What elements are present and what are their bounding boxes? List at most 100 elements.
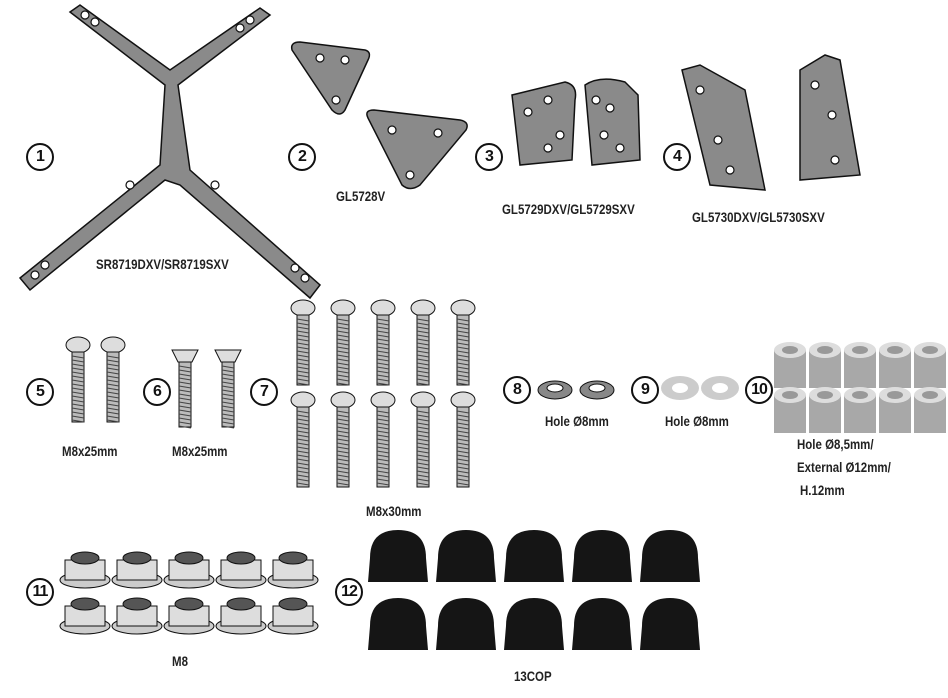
- hole: [125, 180, 135, 190]
- flat-washer: [701, 376, 739, 400]
- hole: [315, 53, 325, 63]
- nut-cap: [504, 530, 564, 582]
- frame-part-1: [18, 4, 322, 300]
- part-number-11: 11: [26, 578, 54, 606]
- button-head-bolt: [65, 336, 91, 423]
- brackets-part-4: [681, 54, 861, 191]
- hole: [830, 155, 840, 165]
- spacer: [774, 342, 806, 388]
- countersunk-bolt: [214, 349, 242, 429]
- nut-cap: [368, 530, 428, 582]
- hole: [30, 270, 40, 280]
- hole: [40, 260, 50, 270]
- hole: [523, 107, 533, 117]
- long-bolt: [330, 299, 356, 386]
- hole: [210, 180, 220, 190]
- hole: [80, 10, 90, 20]
- part-label-10: Hole Ø8,5mm/: [797, 436, 874, 452]
- part-label-5: M8x25mm: [62, 443, 118, 459]
- part-label-4: GL5730DXV/GL5730SXV: [692, 209, 825, 225]
- flange-nut: [267, 551, 319, 589]
- part-number-8: 8: [503, 376, 531, 404]
- hole: [827, 110, 837, 120]
- nut-cap: [572, 530, 632, 582]
- long-bolt: [450, 299, 476, 386]
- part-number-2: 2: [288, 143, 316, 171]
- part-label-7: M8x30mm: [366, 503, 422, 519]
- part-label-11: M8: [172, 653, 188, 669]
- nut-cap: [436, 598, 496, 650]
- long-bolt: [330, 391, 356, 488]
- countersunk-bolt: [171, 349, 199, 429]
- part-number-5: 5: [26, 378, 54, 406]
- part-number-4: 4: [663, 143, 691, 171]
- part-label-9: Hole Ø8mm: [665, 413, 729, 429]
- flat-washer: [661, 376, 699, 400]
- long-bolt: [290, 391, 316, 488]
- spacer: [809, 387, 841, 433]
- flange-nut: [267, 597, 319, 635]
- hole: [235, 23, 245, 33]
- spacer: [844, 342, 876, 388]
- spacer: [879, 342, 911, 388]
- flange-nut: [111, 551, 163, 589]
- long-bolt: [450, 391, 476, 488]
- hole: [90, 17, 100, 27]
- hole: [290, 263, 300, 273]
- part-label-3: GL5729DXV/GL5729SXV: [502, 201, 635, 217]
- long-bolt: [410, 391, 436, 488]
- hole: [245, 15, 255, 25]
- spacer: [914, 387, 946, 433]
- button-head-bolt: [100, 336, 126, 423]
- part-label-2: GL5728V: [336, 188, 386, 204]
- part-number-6: 6: [143, 378, 171, 406]
- part-number-3: 3: [475, 143, 503, 171]
- hole: [555, 130, 565, 140]
- hole: [591, 95, 601, 105]
- nut-cap: [640, 530, 700, 582]
- flange-nut: [215, 551, 267, 589]
- part-label-12: 13COP: [514, 668, 552, 684]
- hole: [695, 85, 705, 95]
- part-number-10: 10: [745, 376, 773, 404]
- hole: [615, 143, 625, 153]
- spacer: [914, 342, 946, 388]
- nut-cap: [572, 598, 632, 650]
- spacer: [844, 387, 876, 433]
- part-number-9: 9: [631, 376, 659, 404]
- hole: [605, 103, 615, 113]
- hole: [543, 95, 553, 105]
- hole: [300, 273, 310, 283]
- spacer: [879, 387, 911, 433]
- long-bolt: [370, 391, 396, 488]
- nut-cap: [504, 598, 564, 650]
- hole: [713, 135, 723, 145]
- split-washer: [579, 380, 615, 400]
- spacer: [774, 387, 806, 433]
- flange-nut: [59, 551, 111, 589]
- hole: [810, 80, 820, 90]
- nut-cap: [640, 598, 700, 650]
- long-bolt: [370, 299, 396, 386]
- hole: [725, 165, 735, 175]
- split-washer: [537, 380, 573, 400]
- flange-nut: [111, 597, 163, 635]
- flange-nut: [163, 597, 215, 635]
- part-label-6: M8x25mm: [172, 443, 228, 459]
- part-label-8: Hole Ø8mm: [545, 413, 609, 429]
- part-label-10: External Ø12mm/: [797, 459, 891, 475]
- part-number-7: 7: [250, 378, 278, 406]
- long-bolt: [290, 299, 316, 386]
- plates-part-2: [290, 41, 468, 190]
- flange-nut: [59, 597, 111, 635]
- spacer: [809, 342, 841, 388]
- part-label-1: SR8719DXV/SR8719SXV: [96, 256, 229, 272]
- hole: [543, 143, 553, 153]
- flange-nut: [215, 597, 267, 635]
- hole: [433, 128, 443, 138]
- part-label-10: H.12mm: [800, 482, 845, 498]
- hole: [340, 55, 350, 65]
- nut-cap: [436, 530, 496, 582]
- flange-nut: [163, 551, 215, 589]
